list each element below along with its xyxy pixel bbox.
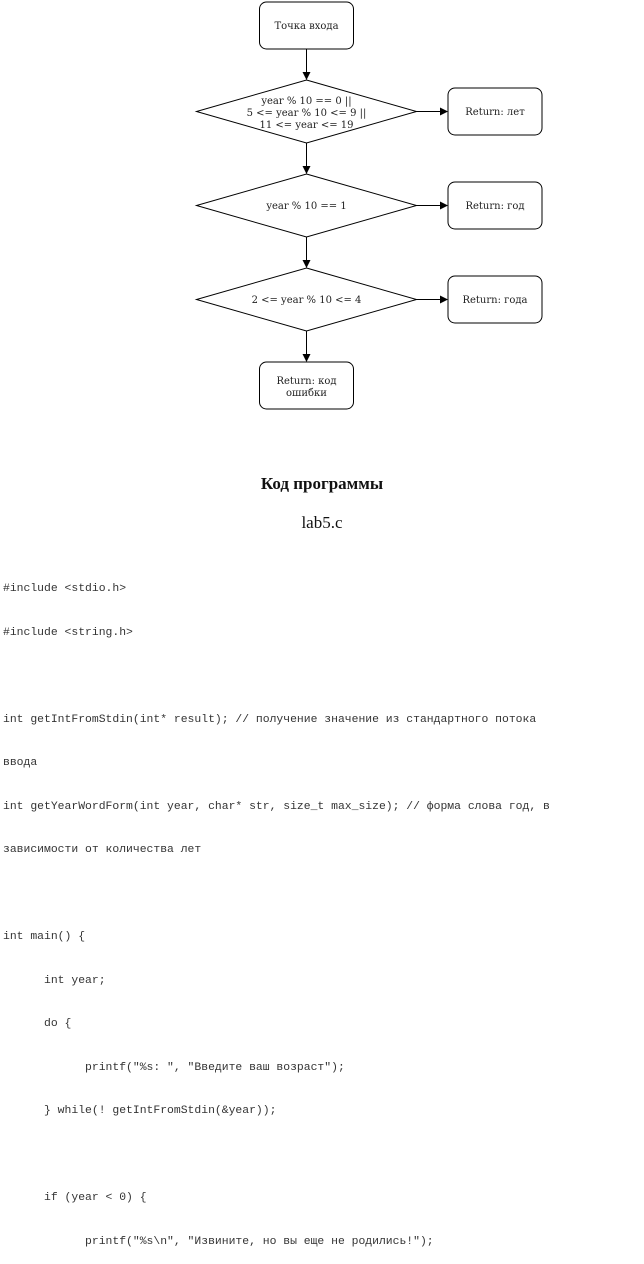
code-line: } while(! getIntFromStdin(&year)); — [3, 1105, 277, 1117]
result-2-label: Return: год — [465, 201, 524, 212]
result-node-3 — [447, 275, 543, 324]
code-line: int getYearWordForm(int year, char* str,… — [3, 800, 550, 813]
code-line — [3, 887, 643, 902]
flowchart: Точка входа year % 10 == 0 || 5 <= year … — [194, 1, 543, 410]
code-line: ввода — [3, 757, 38, 769]
code-line: #include <string.h> — [3, 626, 133, 639]
code-line — [3, 1148, 643, 1163]
section-title: Код программы — [260, 474, 384, 493]
result-1-label: Return: лет — [465, 107, 525, 118]
result-node-2 — [447, 181, 543, 230]
code-listing: #include <stdio.h> #include <string.h> i… — [3, 553, 643, 1264]
decision-2-line-1: year % 10 == 1 — [265, 201, 346, 212]
decision-3-line-1: 2 <= year % 10 <= 4 — [252, 295, 362, 306]
code-line: if (year < 0) { — [3, 1192, 147, 1204]
file-name: lab5.c — [301, 513, 343, 532]
code-line: printf("%s\n", "Извините, но вы еще не р… — [3, 1235, 434, 1248]
code-line: printf("%s: ", "Введите ваш возраст"); — [3, 1061, 345, 1074]
code-line: зависимости от количества лет — [3, 844, 202, 856]
error-node-line-1: Return: код — [276, 376, 336, 387]
decision-1-line-3: 11 <= year <= 19 — [260, 120, 354, 131]
decision-1-line-1: year % 10 == 0 || — [260, 96, 351, 107]
code-line: int main() { — [3, 931, 86, 943]
error-node-line-2: ошибки — [286, 388, 327, 399]
code-line: do { — [3, 1018, 72, 1030]
code-line: int getIntFromStdin(int* result); // пол… — [3, 713, 537, 726]
start-node-label: Точка входа — [274, 21, 338, 32]
result-3-label: Return: года — [462, 295, 527, 306]
code-line — [3, 669, 643, 684]
error-node — [259, 361, 354, 410]
code-line: int year; — [3, 974, 106, 987]
decision-1-line-2: 5 <= year % 10 <= 9 || — [247, 108, 367, 119]
result-node-1 — [447, 87, 543, 136]
code-line: #include <stdio.h> — [3, 583, 127, 595]
